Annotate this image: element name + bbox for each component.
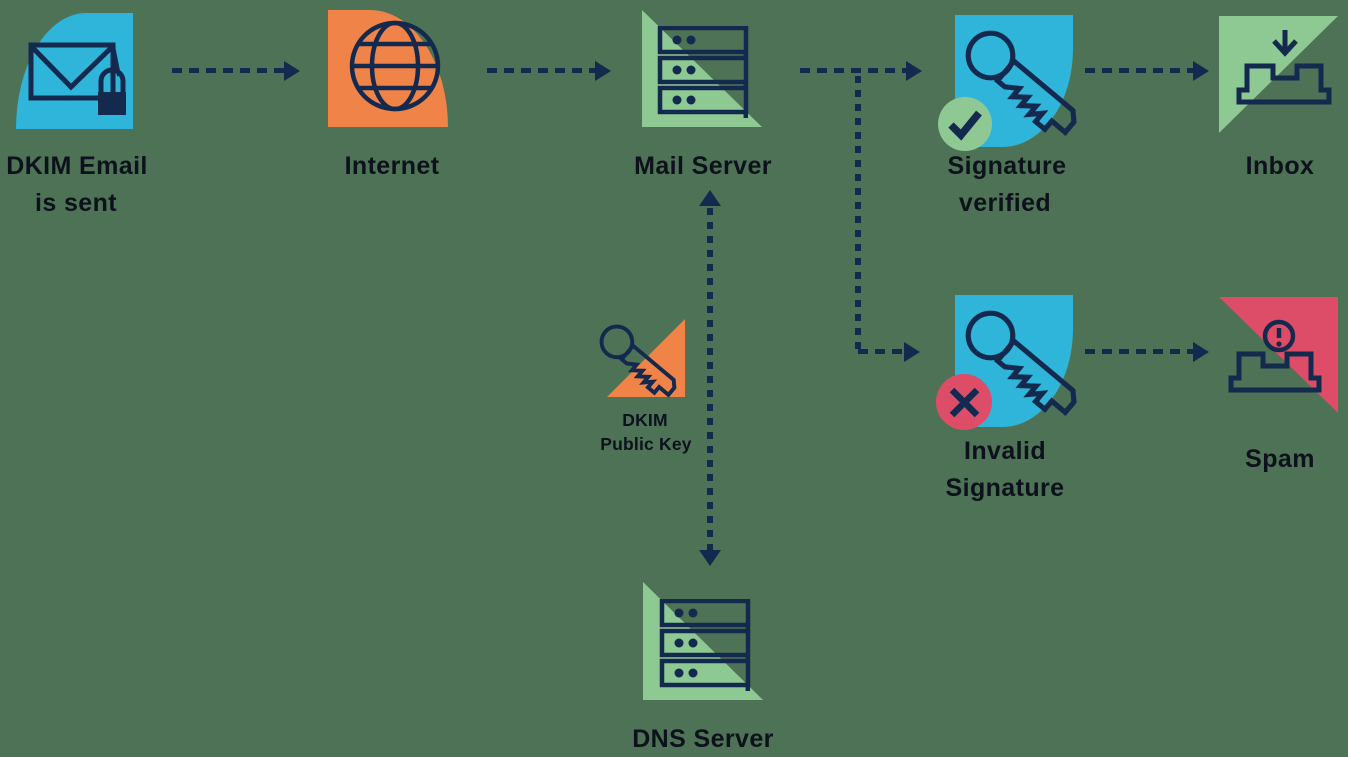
mail-server-label: Mail Server xyxy=(634,152,772,180)
key-icon xyxy=(965,310,1077,416)
signature-verified-label-line1: Signature xyxy=(947,152,1067,180)
server-icon xyxy=(659,599,751,691)
spam-tray-icon xyxy=(1228,319,1322,393)
spam-label: Spam xyxy=(1245,445,1315,473)
x-badge xyxy=(936,374,992,430)
signature-verified-label-line2: verified xyxy=(958,189,1052,217)
globe-icon xyxy=(349,20,441,112)
dkim-email-label-line2: is sent xyxy=(35,189,117,217)
invalid-signature-label-line1: Invalid xyxy=(964,437,1046,465)
x-icon xyxy=(949,387,980,418)
check-icon xyxy=(948,110,982,141)
dkim-public-key-label-line1: DKIM xyxy=(622,410,668,430)
server-icon xyxy=(657,26,749,118)
key-icon xyxy=(965,30,1077,136)
key-icon xyxy=(599,324,677,398)
inbox-label: Inbox xyxy=(1245,152,1315,180)
email-lock-icon xyxy=(28,42,126,115)
invalid-signature-label-line2: Signature xyxy=(945,474,1065,502)
dkim-email-label-line1: DKIM Email xyxy=(6,152,148,180)
dkim-public-key-label-line2: Public Key xyxy=(600,434,692,454)
inbox-tray-icon xyxy=(1236,30,1332,105)
dns-server-label: DNS Server xyxy=(632,725,774,753)
internet-label: Internet xyxy=(344,152,440,180)
check-badge xyxy=(938,97,992,151)
